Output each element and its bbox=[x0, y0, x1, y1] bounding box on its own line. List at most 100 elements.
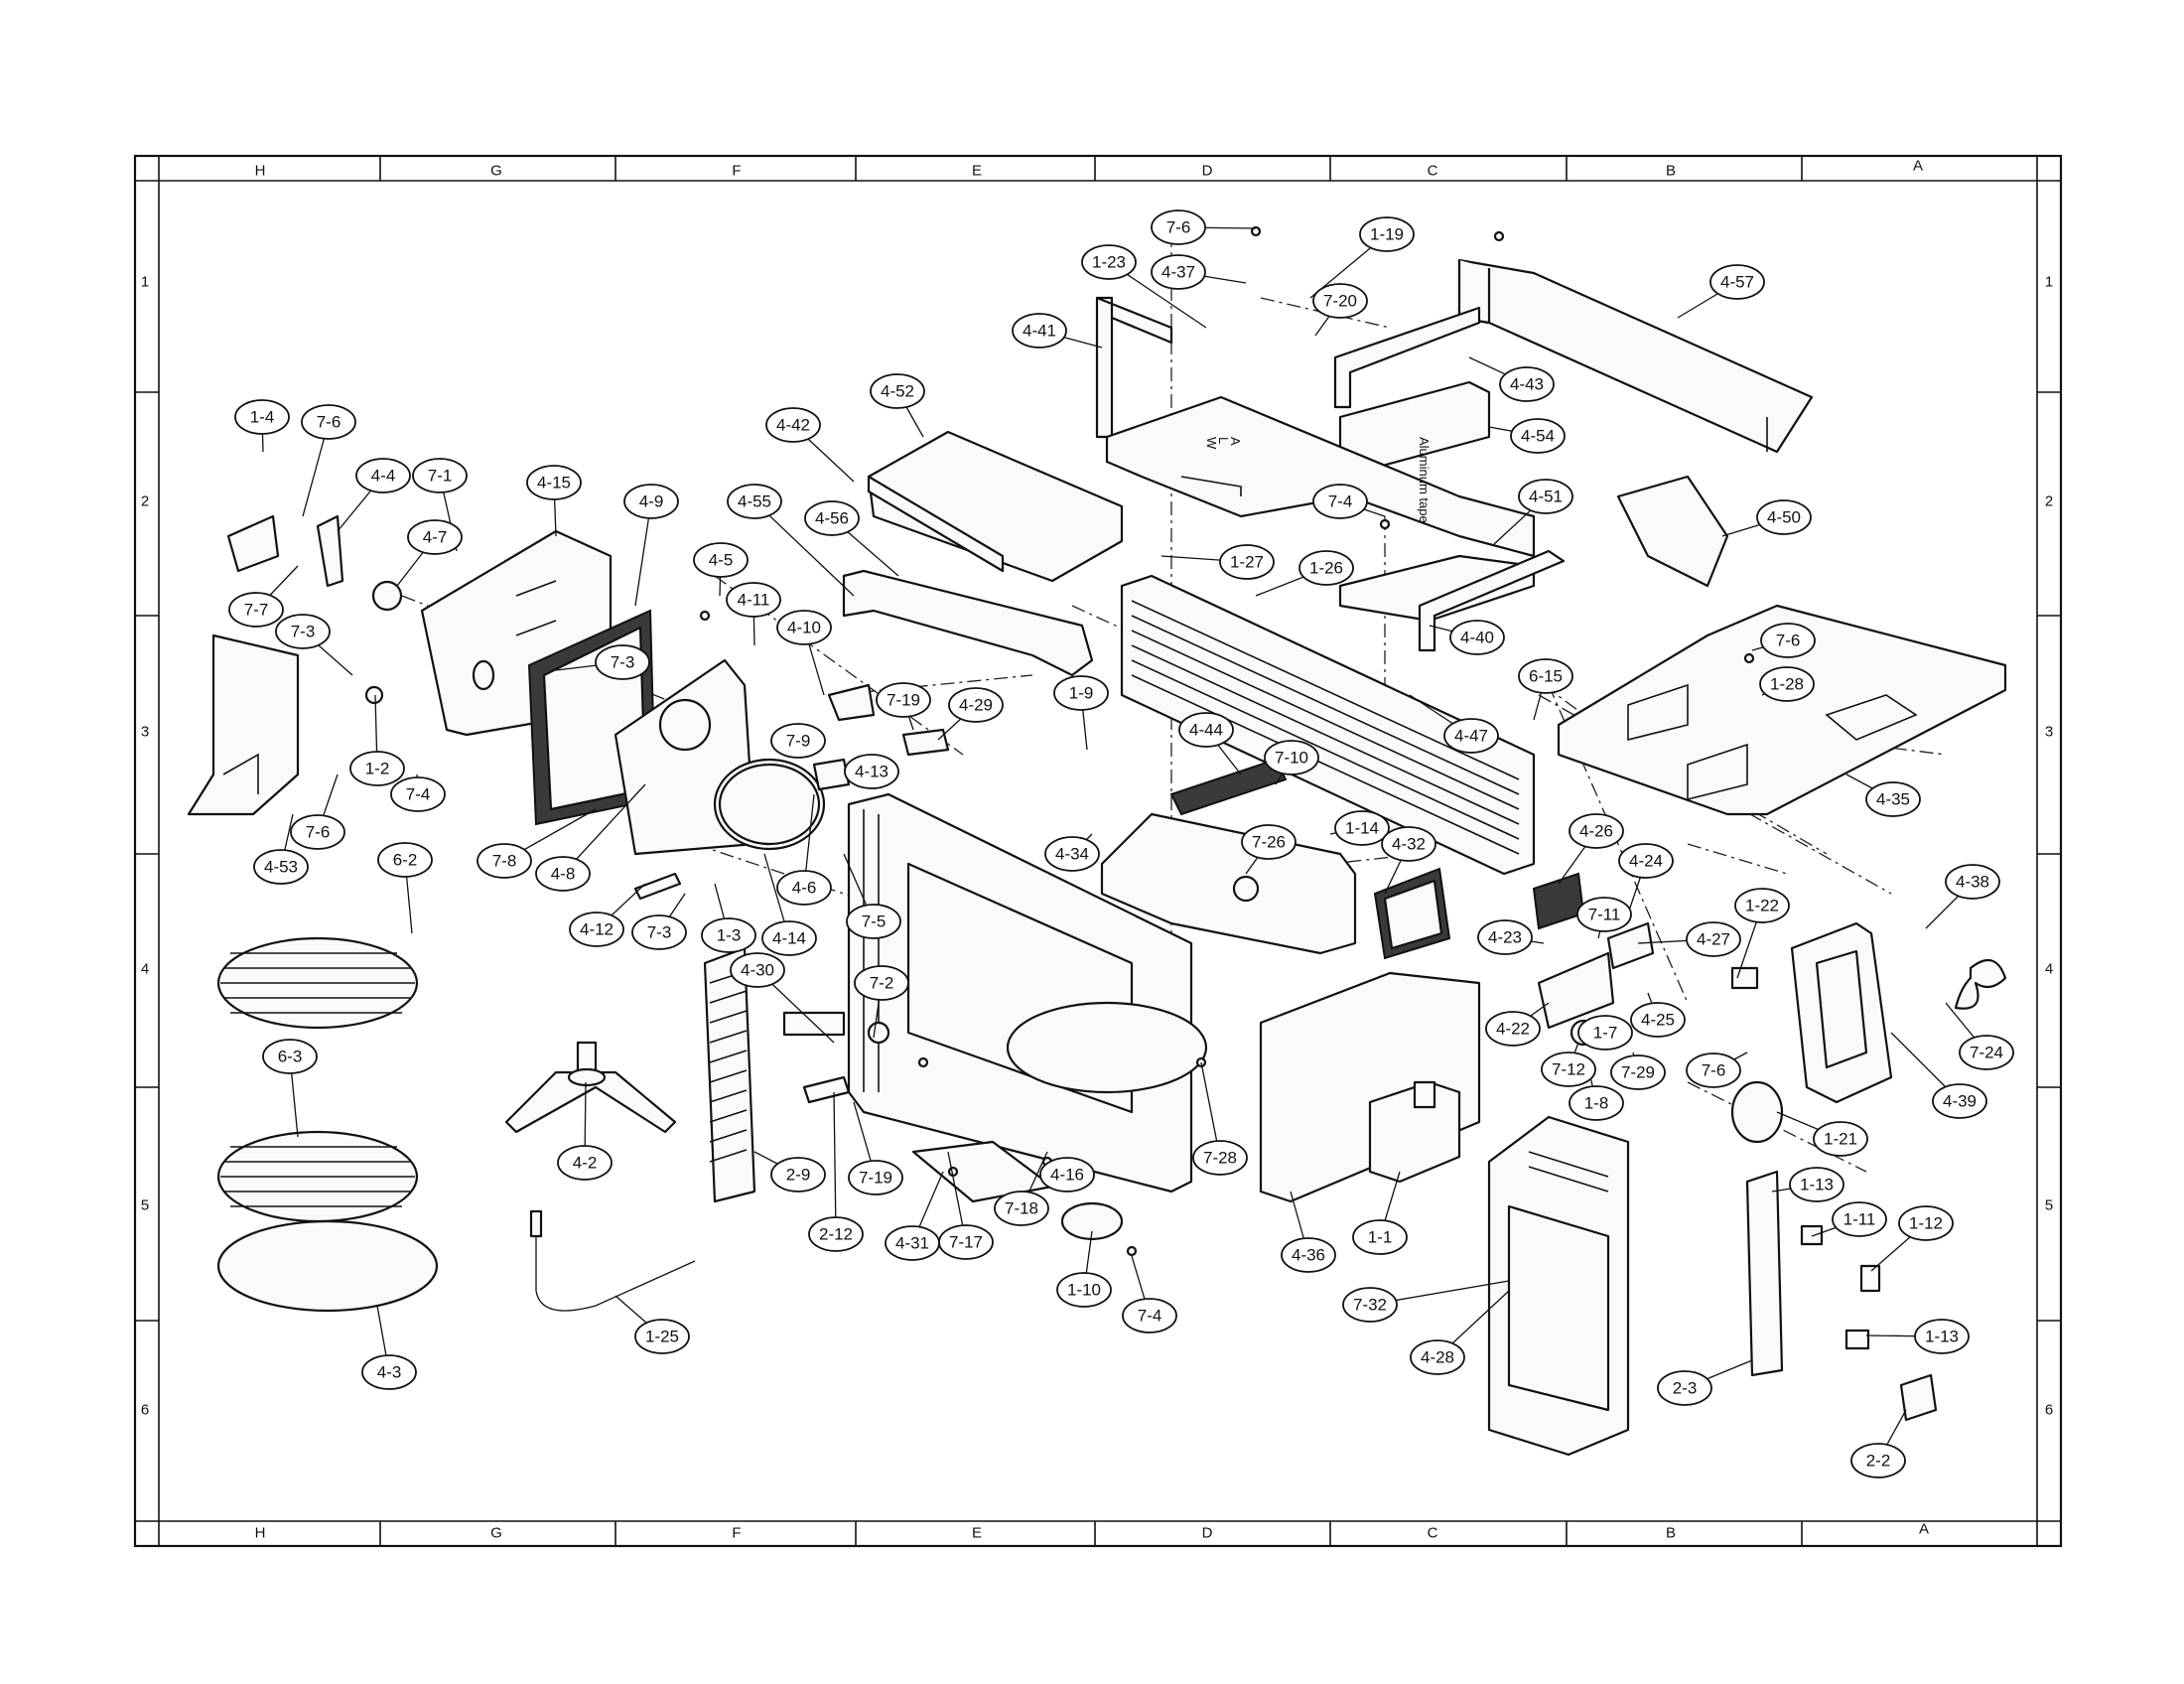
callout-label: 1-25 bbox=[645, 1328, 679, 1346]
callout-label: 7-24 bbox=[1970, 1044, 2003, 1062]
part-4-47-vent-grill bbox=[1120, 574, 1536, 876]
callout: 7-19 bbox=[876, 682, 931, 718]
callout-label: 4-41 bbox=[1023, 322, 1056, 341]
callout-ring bbox=[854, 965, 909, 1001]
callout: 1-13 bbox=[1789, 1167, 1844, 1202]
callout-label: 1-3 bbox=[717, 926, 742, 945]
callout: 7-20 bbox=[1312, 283, 1368, 319]
parts-layer: Aluminum tape A L W bbox=[187, 225, 2007, 1457]
callout-label: 7-7 bbox=[244, 601, 269, 620]
callout: 4-10 bbox=[776, 610, 832, 645]
callout-ring bbox=[730, 952, 785, 988]
callout-label: 1-19 bbox=[1370, 225, 1404, 244]
callout-ring bbox=[1359, 216, 1415, 252]
callout: 1-22 bbox=[1734, 888, 1790, 923]
callout: 4-13 bbox=[844, 754, 899, 789]
callout-ring bbox=[1610, 1054, 1666, 1090]
callout-ring bbox=[1850, 1443, 1906, 1478]
callout: 1-27 bbox=[1219, 544, 1275, 580]
callout-ring bbox=[765, 407, 821, 443]
part-2-3-latch bbox=[1745, 1170, 1784, 1377]
callout-ring bbox=[1756, 499, 1812, 535]
row-label: 1 bbox=[141, 274, 149, 291]
column-label: B bbox=[1666, 1525, 1676, 1542]
part-4-26-frame bbox=[1532, 872, 1585, 930]
callout-label: 4-16 bbox=[1050, 1166, 1084, 1185]
callout: 4-7 bbox=[407, 519, 463, 555]
callout-label: 7-3 bbox=[611, 653, 635, 672]
callout-label: 1-21 bbox=[1824, 1130, 1857, 1149]
column-label: F bbox=[732, 1525, 741, 1542]
callout-ring bbox=[1312, 484, 1368, 519]
part-4-52-duct bbox=[867, 430, 1124, 583]
column-label: H bbox=[255, 163, 266, 180]
callout-label: 4-8 bbox=[551, 865, 576, 884]
callout-ring bbox=[808, 1216, 864, 1252]
row-labels-left: 1 2 3 4 5 6 bbox=[141, 274, 149, 1419]
row-label: 3 bbox=[2045, 724, 2053, 741]
callout-ring bbox=[1832, 1201, 1887, 1237]
part-4-41-strip bbox=[1095, 296, 1173, 439]
part-1-22-switch bbox=[1730, 966, 1759, 990]
callout-label: 4-13 bbox=[855, 763, 888, 781]
callout: 4-3 bbox=[361, 1354, 417, 1390]
callout-label: 1-8 bbox=[1584, 1094, 1609, 1113]
callout-label: 4-32 bbox=[1392, 835, 1426, 854]
callout-ring bbox=[569, 912, 624, 947]
callout-ring bbox=[1312, 283, 1368, 319]
callout-ring bbox=[253, 849, 309, 885]
callout-ring bbox=[1932, 1083, 1987, 1119]
callout-ring bbox=[1686, 921, 1741, 957]
part-2-12-clip bbox=[802, 1075, 851, 1104]
part-4-29-bracket bbox=[901, 728, 950, 757]
part-4-38-fan bbox=[1954, 958, 2007, 1010]
callout-ring bbox=[349, 751, 405, 786]
callout-ring bbox=[848, 1160, 903, 1195]
callout-label: 1-7 bbox=[1593, 1024, 1618, 1043]
callout-ring bbox=[693, 542, 749, 578]
callout-label: 4-50 bbox=[1767, 508, 1801, 527]
callout: 1-1 bbox=[1352, 1219, 1408, 1255]
callout-label: 4-12 bbox=[580, 920, 614, 939]
callout-label: 2-2 bbox=[1866, 1452, 1891, 1471]
callout: 4-2 bbox=[557, 1145, 613, 1181]
callout-label: 7-4 bbox=[1328, 492, 1353, 511]
callout-ring bbox=[1151, 254, 1206, 290]
callout-ring bbox=[634, 1319, 690, 1354]
callout-label: 1-9 bbox=[1069, 684, 1094, 703]
callout: 1-4 bbox=[234, 399, 290, 435]
callout-label: 4-54 bbox=[1521, 427, 1555, 446]
callout-label: 4-36 bbox=[1292, 1246, 1325, 1265]
screw bbox=[917, 1056, 929, 1068]
callout: 4-16 bbox=[1039, 1157, 1095, 1193]
callout-label: 4-5 bbox=[709, 551, 734, 570]
callout-label: 7-6 bbox=[317, 413, 341, 432]
callout-ring bbox=[262, 1039, 318, 1074]
callout-ring bbox=[1241, 824, 1297, 860]
callout: 4-53 bbox=[253, 849, 309, 885]
callout-ring bbox=[1477, 919, 1533, 955]
callout: 7-6 bbox=[301, 404, 356, 440]
callout-leader bbox=[833, 1091, 837, 1235]
callout-label: 7-29 bbox=[1621, 1063, 1655, 1082]
callout-label: 1-11 bbox=[1843, 1210, 1876, 1229]
callout-ring bbox=[1959, 1035, 2014, 1070]
callout-label: 7-1 bbox=[428, 467, 453, 486]
callout: 4-41 bbox=[1012, 313, 1067, 349]
callout-label: 7-2 bbox=[870, 974, 894, 993]
part-4-12-sensor bbox=[633, 872, 682, 901]
callout-ring bbox=[1618, 843, 1674, 879]
callout-ring bbox=[407, 519, 463, 555]
part-top-case bbox=[1105, 395, 1536, 558]
callout-ring bbox=[275, 614, 331, 649]
callout: 7-3 bbox=[275, 614, 331, 649]
callout: 4-34 bbox=[1044, 836, 1100, 872]
callout-ring bbox=[290, 814, 345, 850]
callout: 4-15 bbox=[526, 465, 582, 500]
screw bbox=[1250, 225, 1262, 237]
callout-ring bbox=[1443, 718, 1499, 754]
part-4-35-base-plate bbox=[1557, 604, 2007, 816]
callout-ring bbox=[1657, 1370, 1712, 1406]
callout-ring bbox=[1734, 888, 1790, 923]
callout-label: 1-12 bbox=[1909, 1214, 1943, 1233]
